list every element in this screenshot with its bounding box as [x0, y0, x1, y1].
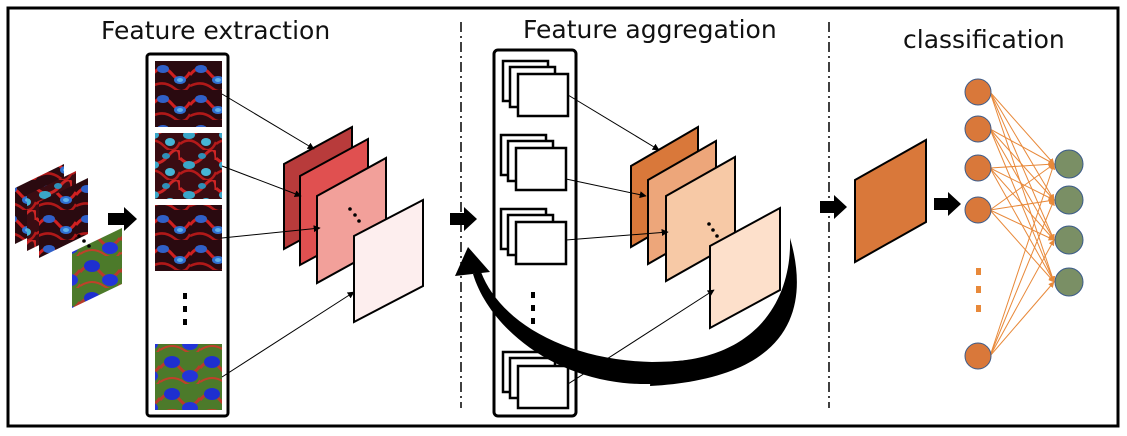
network-edge [989, 128, 1055, 165]
network-edge [989, 163, 1055, 211]
network-edge [989, 199, 1055, 357]
ellipsis-icon [707, 222, 711, 226]
arrow-icon [108, 207, 137, 231]
feature-map-stack-orange [630, 125, 781, 330]
feature-map-stack-red [283, 125, 424, 324]
ellipsis-icon [531, 292, 535, 324]
arrow-icon [934, 192, 961, 216]
ellipsis-icon [976, 268, 981, 312]
network-edge [989, 161, 1055, 169]
feedback-arrow-icon [455, 238, 797, 386]
network-edge [989, 209, 1055, 283]
network-edge [989, 167, 1055, 241]
network-edge [989, 239, 1055, 357]
network-edges [989, 91, 1056, 357]
outer-frame [6, 6, 1120, 428]
cell-image-tile [155, 61, 222, 127]
network-edge [989, 91, 1055, 165]
cell-image-tile [155, 133, 222, 199]
arrow-icon [450, 207, 477, 231]
network-edge [989, 128, 1055, 201]
ellipsis-icon [348, 207, 352, 211]
network-edge [989, 209, 1055, 241]
feature-stack-group [499, 59, 570, 410]
output-nodes [1054, 149, 1084, 297]
network-edge [989, 281, 1055, 357]
network-edge [989, 163, 1056, 357]
ellipsis-icon [77, 234, 81, 238]
aggregated-feature-map [854, 138, 927, 264]
input-nodes [964, 78, 992, 370]
cell-image-tile [155, 344, 222, 410]
title-feature-aggregation: Feature aggregation [523, 15, 777, 44]
title-feature-extraction: Feature extraction [101, 16, 331, 45]
arrow-icon [820, 195, 847, 219]
cell-image-tile [155, 205, 222, 271]
network-edge [989, 197, 1055, 211]
title-classification: classification [903, 25, 1065, 54]
input-image-stack [15, 164, 122, 308]
ellipsis-icon [183, 293, 187, 325]
